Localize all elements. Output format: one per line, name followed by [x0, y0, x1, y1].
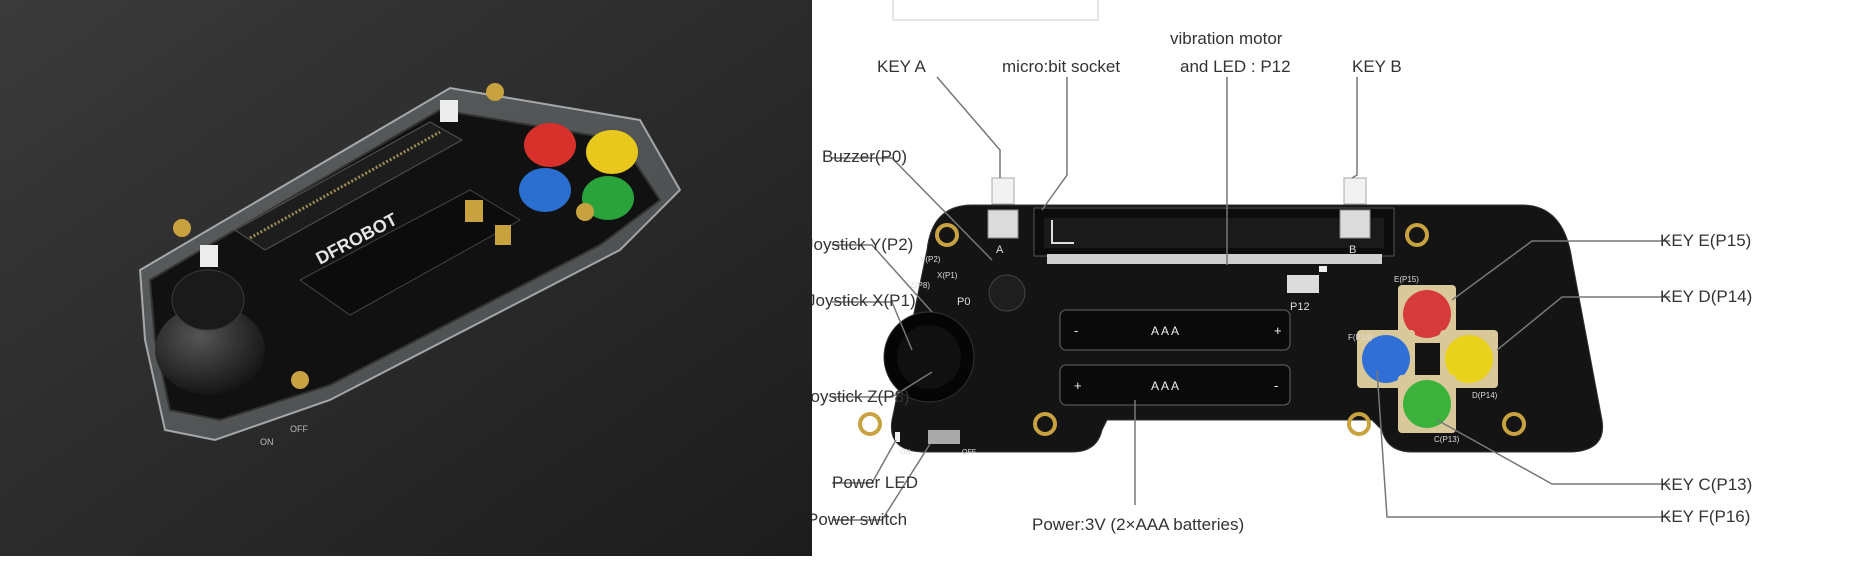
board-label-c: C(P13): [1434, 435, 1460, 444]
callout-joystick-z: Joystick Z(P8): [812, 387, 910, 406]
board-label-joy-z: Z(P8): [910, 281, 930, 290]
product-photo: DFROBOT ON OFF: [0, 0, 812, 556]
callout-vibration-line1: vibration motor: [1170, 29, 1283, 48]
mount-hole: [935, 223, 959, 247]
battery-1-minus: -: [1074, 323, 1078, 338]
mount-hole: [1033, 412, 1057, 436]
board-label-a: A: [996, 244, 1004, 256]
board-label-p12: P12: [1290, 301, 1310, 313]
key-d-button: [1445, 335, 1493, 383]
pinout-svg: A B P12 P0 Y(P2) X(P1) Z(P8) AAA AAA - +…: [802, 0, 1752, 534]
mount-hole: [1502, 412, 1526, 436]
board-label-d: D(P14): [1472, 391, 1498, 400]
blue-button: [519, 168, 571, 212]
board-label-f: F(P16): [1348, 333, 1373, 342]
callout-power-switch: Power switch: [812, 510, 907, 529]
buzzer: [988, 274, 1026, 312]
battery-2-minus: -: [1274, 378, 1278, 393]
callout-joystick-y: Joystick Y(P2): [812, 235, 913, 254]
callout-power: Power:3V (2×AAA batteries): [1032, 515, 1244, 534]
vibration-motor: [1287, 275, 1319, 293]
board-label-on: ON: [900, 449, 911, 456]
key-c-button: [1403, 380, 1451, 428]
key-e-button: [1403, 290, 1451, 338]
callout-microbit-socket: micro:bit socket: [1002, 57, 1120, 76]
battery-slot-2: [1059, 364, 1291, 406]
board-label-off: OFF: [962, 449, 976, 456]
callout-key-d: KEY D(P14): [1660, 287, 1752, 306]
p12-led: [1319, 266, 1327, 272]
board-label-p0: P0: [957, 296, 970, 308]
key-b-switch: [1343, 177, 1367, 205]
key-a-photo: [440, 100, 458, 122]
key-b-photo: [200, 245, 218, 267]
board-label-joy-x: X(P1): [937, 271, 958, 280]
callout-vibration-line2: and LED : P12: [1180, 57, 1291, 76]
callout-power-led: Power LED: [832, 473, 918, 492]
power-led: [895, 432, 900, 442]
joystick-cap: [171, 269, 245, 331]
joystick-inner: [897, 325, 961, 389]
leader-lines: [832, 76, 1670, 521]
standoff: [173, 219, 191, 237]
socket-mark: [1051, 220, 1074, 244]
callout-buzzer: Buzzer(P0): [822, 147, 907, 166]
overlay-box: [892, 0, 1099, 21]
socket-pins: [249, 130, 441, 240]
battery-2-plus: +: [1074, 378, 1082, 393]
callout-key-e: KEY E(P15): [1660, 231, 1751, 250]
mount-hole: [1347, 412, 1371, 436]
battery-1-plus: +: [1274, 323, 1282, 338]
standoff: [576, 203, 594, 221]
board-label-aaa-2: AAA: [1151, 379, 1181, 393]
board-label-e: E(P15): [1394, 275, 1419, 284]
key-b-body: [1339, 209, 1371, 239]
red-button: [524, 123, 576, 167]
joystick-base: [155, 305, 265, 395]
key-a-body: [987, 209, 1019, 239]
callout-key-b: KEY B: [1352, 57, 1402, 76]
callout-key-c: KEY C(P13): [1660, 475, 1752, 494]
mount-hole: [1405, 223, 1429, 247]
gamepad-photo: DFROBOT ON OFF: [0, 0, 812, 556]
switch-off-print: OFF: [290, 424, 308, 434]
edge-connector-pins: [1047, 254, 1382, 264]
battery-slot-1: [1059, 309, 1291, 351]
green-button: [582, 176, 634, 220]
pinout-diagram: A B P12 P0 Y(P2) X(P1) Z(P8) AAA AAA - +…: [802, 0, 1868, 556]
power-switch: [928, 430, 960, 444]
standoff: [291, 371, 309, 389]
board-label-joy-y: Y(P2): [920, 255, 941, 264]
key-f-button: [1362, 335, 1410, 383]
battery-clip: [465, 200, 483, 222]
battery-clip: [495, 225, 511, 245]
callout-joystick-x: Joystick X(P1): [812, 291, 916, 310]
board-label-aaa-1: AAA: [1151, 324, 1181, 338]
key-a-switch: [991, 177, 1015, 205]
callout-key-f: KEY F(P16): [1660, 507, 1750, 526]
mount-hole: [858, 412, 882, 436]
microbit-socket-inner: [1044, 218, 1384, 248]
microbit-socket-slot: [234, 121, 464, 251]
board-label-b: B: [1349, 244, 1356, 256]
standoff: [486, 83, 504, 101]
yellow-button: [586, 130, 638, 174]
switch-on-print: ON: [260, 437, 274, 447]
callout-key-a: KEY A: [877, 57, 926, 76]
callout-group: KEY A micro:bit socket vibration motor a…: [802, 29, 1752, 534]
